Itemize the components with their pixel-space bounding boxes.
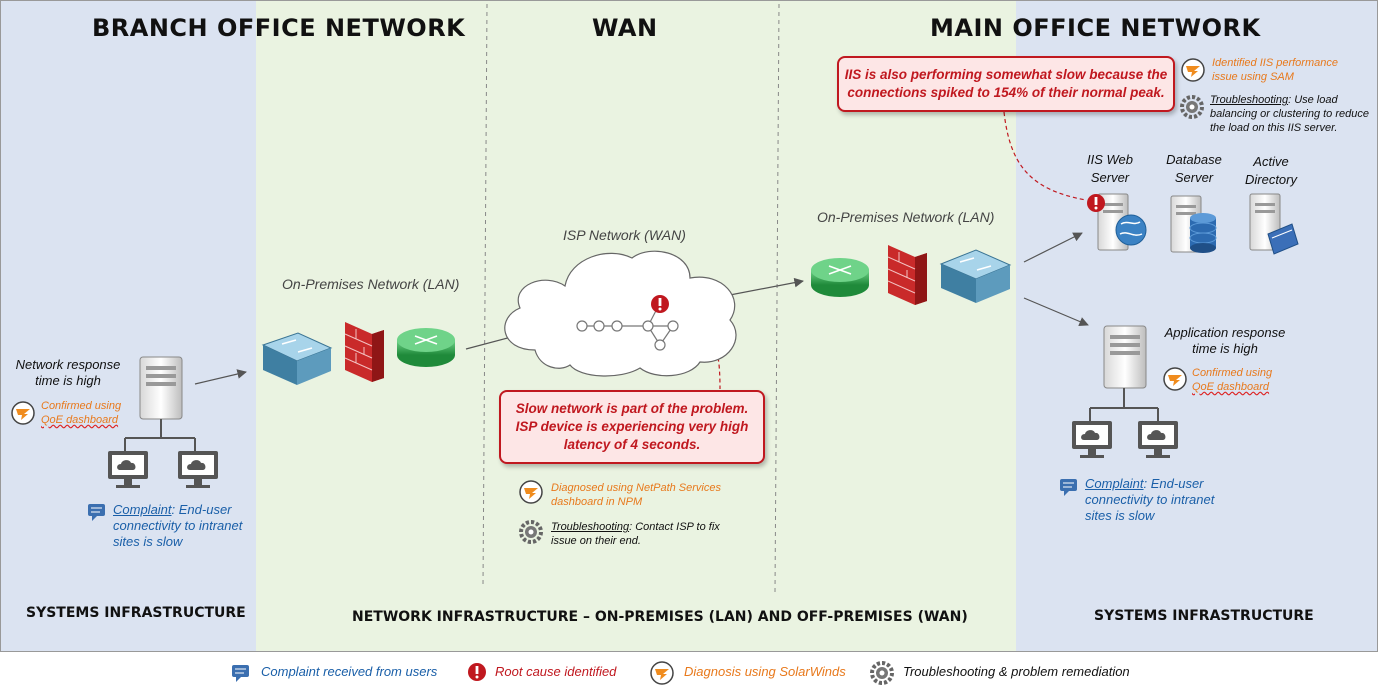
branch-systems-zone (0, 0, 256, 652)
iis-connections-callout: IIS is also performing somewhat slow bec… (837, 56, 1175, 112)
legend-troubleshooting: Troubleshooting & problem remediation (903, 664, 1130, 679)
isp-wan-label: ISP Network (WAN) (563, 227, 686, 243)
solarwinds-icon-branch (11, 401, 35, 425)
branch-firewall (344, 322, 384, 382)
branch-desktop-right (178, 451, 218, 488)
isp-cloud (504, 250, 737, 377)
legend-root-cause: Root cause identified (495, 664, 617, 679)
iis-web-server (1097, 193, 1147, 251)
legend-diagnosis: Diagnosis using SolarWinds (684, 664, 846, 679)
branch-desktops (124, 419, 196, 451)
branch-complaint-text: Complaint: End-user connectivity to intr… (113, 502, 243, 549)
main-troubleshooting-text: Troubleshooting: Use load balancing or c… (1210, 94, 1369, 134)
solarwinds-icon-sam (1181, 58, 1205, 82)
complaint-icon-main (1060, 479, 1077, 496)
pointer-iis (1003, 111, 1087, 201)
arrow-switch-to-iis (1023, 232, 1083, 263)
main-complaint-text: Complaint: End-user connectivity to intr… (1085, 476, 1215, 523)
wan-header: WAN (592, 14, 658, 42)
footer-network: NETWORK INFRASTRUCTURE – ON-PREMISES (LA… (352, 609, 968, 625)
root-cause-icon-iis (1087, 194, 1105, 212)
branch-switch (261, 332, 333, 385)
arrow-switch-to-app-server (1023, 297, 1089, 327)
footer-main-systems: SYSTEMS INFRASTRUCTURE (1094, 608, 1314, 624)
legend-root-cause-icon (468, 663, 486, 681)
branch-router (397, 328, 455, 367)
legend-gear-icon (870, 661, 894, 685)
branch-lan-label: On-Premises Network (LAN) (282, 276, 460, 292)
solarwinds-icon-main (1163, 367, 1187, 391)
arrow-branch-server-to-switch (194, 369, 247, 385)
database-server (1170, 195, 1217, 253)
branch-desktop-left (108, 451, 148, 488)
wan-divider-lines (482, 3, 780, 593)
gear-icon-main (1180, 95, 1204, 119)
wan-latency-callout: Slow network is part of the problem.ISP … (499, 390, 765, 464)
wan-troubleshooting-text: Troubleshooting: Contact ISP to fix issu… (551, 521, 720, 547)
main-firewall (887, 245, 927, 305)
legend-complaint-icon (232, 665, 249, 682)
main-lan-label: On-Premises Network (LAN) (817, 209, 995, 225)
main-office-header: MAIN OFFICE NETWORK (930, 14, 1261, 42)
footer-branch-systems: SYSTEMS INFRASTRUCTURE (26, 605, 246, 621)
active-directory-server (1249, 193, 1299, 255)
legend-complaint: Complaint received from users (261, 664, 438, 679)
complaint-icon-branch (88, 504, 105, 521)
solarwinds-icon-wan (519, 480, 543, 504)
legend-diagnosis-icon (650, 661, 674, 685)
main-router (811, 258, 869, 297)
main-switch (939, 249, 1012, 303)
main-desktop-left (1072, 421, 1112, 458)
main-desktops (1089, 388, 1159, 421)
main-desktop-right (1138, 421, 1178, 458)
main-app-server (1103, 325, 1147, 389)
root-cause-icon-wan (651, 295, 669, 313)
branch-office-header: BRANCH OFFICE NETWORK (92, 14, 466, 42)
gear-icon-wan (519, 520, 543, 544)
